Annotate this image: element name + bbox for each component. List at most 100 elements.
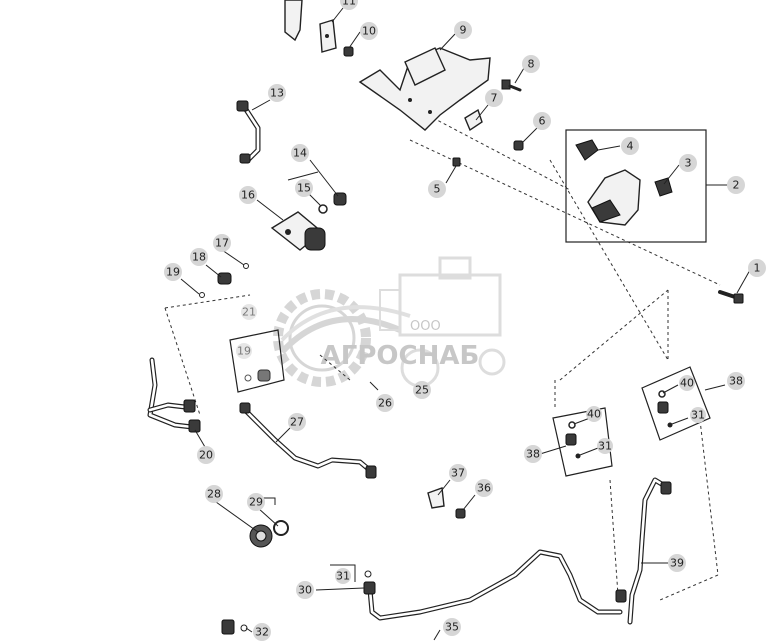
svg-text:31: 31 xyxy=(691,409,705,422)
svg-text:39: 39 xyxy=(670,557,684,570)
watermark-prefix: ООО xyxy=(410,319,441,334)
svg-text:14: 14 xyxy=(293,147,307,160)
callouts: 1 2 3 4 5 6 7 8 9 10 11 13 14 15 16 17 1… xyxy=(164,0,766,641)
svg-text:26: 26 xyxy=(378,397,392,410)
bolt-part xyxy=(501,79,522,92)
pipe-part xyxy=(239,402,377,479)
fitting-part xyxy=(318,192,347,214)
svg-text:31: 31 xyxy=(336,570,350,583)
svg-text:40: 40 xyxy=(680,377,694,390)
leader-lines xyxy=(180,7,751,641)
svg-text:10: 10 xyxy=(362,25,376,38)
clip-part xyxy=(464,108,483,132)
svg-text:32: 32 xyxy=(255,626,269,639)
callout: 37 xyxy=(449,464,467,482)
screw-part xyxy=(452,157,461,167)
callout: 8 xyxy=(522,55,540,73)
clip-part xyxy=(221,619,248,635)
callout: 31 xyxy=(690,407,706,423)
callout: 30 xyxy=(296,581,314,599)
svg-text:25: 25 xyxy=(415,384,429,397)
screw-part xyxy=(513,140,524,151)
svg-text:21: 21 xyxy=(242,306,256,319)
callout: 21 xyxy=(241,304,257,320)
svg-text:38: 38 xyxy=(526,448,540,461)
callout: 25 xyxy=(413,381,431,399)
svg-text:37: 37 xyxy=(451,467,465,480)
svg-text:31: 31 xyxy=(598,440,612,453)
fitting-group-box-21 xyxy=(229,329,285,393)
callout: 28 xyxy=(205,485,223,503)
svg-text:19: 19 xyxy=(237,345,251,358)
svg-text:8: 8 xyxy=(528,58,535,71)
callout: 16 xyxy=(239,186,257,204)
callout: 3 xyxy=(679,154,697,172)
svg-text:13: 13 xyxy=(270,87,284,100)
sensor-assembly-box xyxy=(565,129,707,243)
svg-text:16: 16 xyxy=(241,189,255,202)
callout: 40 xyxy=(679,375,695,391)
svg-text:20: 20 xyxy=(199,449,213,462)
callout: 31 xyxy=(597,438,613,454)
sensor-part xyxy=(575,139,673,226)
callout: 35 xyxy=(443,618,461,636)
callout: 27 xyxy=(288,413,306,431)
callout: 31 xyxy=(335,568,351,584)
svg-text:28: 28 xyxy=(207,488,221,501)
watermark-name: АГРОСНАБ xyxy=(321,341,480,371)
watermark-gear-icon xyxy=(273,289,411,387)
svg-text:2: 2 xyxy=(733,179,740,192)
fitting-part xyxy=(657,390,673,428)
svg-text:1: 1 xyxy=(754,262,761,275)
callout: 36 xyxy=(475,479,493,497)
callout: 29 xyxy=(247,493,265,511)
fitting-group-box-right xyxy=(641,366,711,441)
callout: 10 xyxy=(360,22,378,40)
bracket-part xyxy=(284,0,337,53)
callout: 38 xyxy=(727,372,745,390)
callout: 2 xyxy=(727,176,745,194)
pipe-part xyxy=(147,357,201,433)
callout: 5 xyxy=(428,180,446,198)
svg-text:30: 30 xyxy=(298,584,312,597)
svg-text:36: 36 xyxy=(477,482,491,495)
callout: 39 xyxy=(668,554,686,572)
dashed-guides xyxy=(164,89,721,601)
watermark-combine-icon xyxy=(379,256,506,388)
nut-part xyxy=(343,46,354,57)
callout: 14 xyxy=(291,144,309,162)
callout: 19 xyxy=(164,263,182,281)
pipe-part xyxy=(627,477,672,625)
callout: 40 xyxy=(586,406,602,422)
callout: 11 xyxy=(340,0,358,10)
callout: 19 xyxy=(236,343,252,359)
callout: 1 xyxy=(748,259,766,277)
svg-text:18: 18 xyxy=(192,251,206,264)
svg-text:5: 5 xyxy=(434,183,441,196)
svg-text:11: 11 xyxy=(342,0,356,8)
svg-text:3: 3 xyxy=(685,157,692,170)
svg-text:6: 6 xyxy=(539,115,546,128)
callout: 38 xyxy=(524,445,542,463)
callout: 17 xyxy=(213,234,231,252)
fitting-part xyxy=(565,421,581,459)
svg-text:38: 38 xyxy=(729,375,743,388)
watermark: ООО АГРОСНАБ xyxy=(273,256,506,388)
callout: 26 xyxy=(376,394,394,412)
svg-text:40: 40 xyxy=(587,408,601,421)
fitting-part xyxy=(244,369,271,382)
svg-text:7: 7 xyxy=(491,92,498,105)
pipe-part xyxy=(363,549,627,621)
svg-text:17: 17 xyxy=(215,237,229,250)
callout: 15 xyxy=(295,179,313,197)
callout: 9 xyxy=(454,21,472,39)
callout: 32 xyxy=(253,623,271,641)
callout: 13 xyxy=(268,84,286,102)
svg-text:9: 9 xyxy=(460,24,467,37)
callout: 4 xyxy=(621,137,639,155)
callout: 7 xyxy=(485,89,503,107)
pipe-part xyxy=(236,100,261,164)
bushing-part xyxy=(249,520,289,548)
svg-text:35: 35 xyxy=(445,621,459,634)
